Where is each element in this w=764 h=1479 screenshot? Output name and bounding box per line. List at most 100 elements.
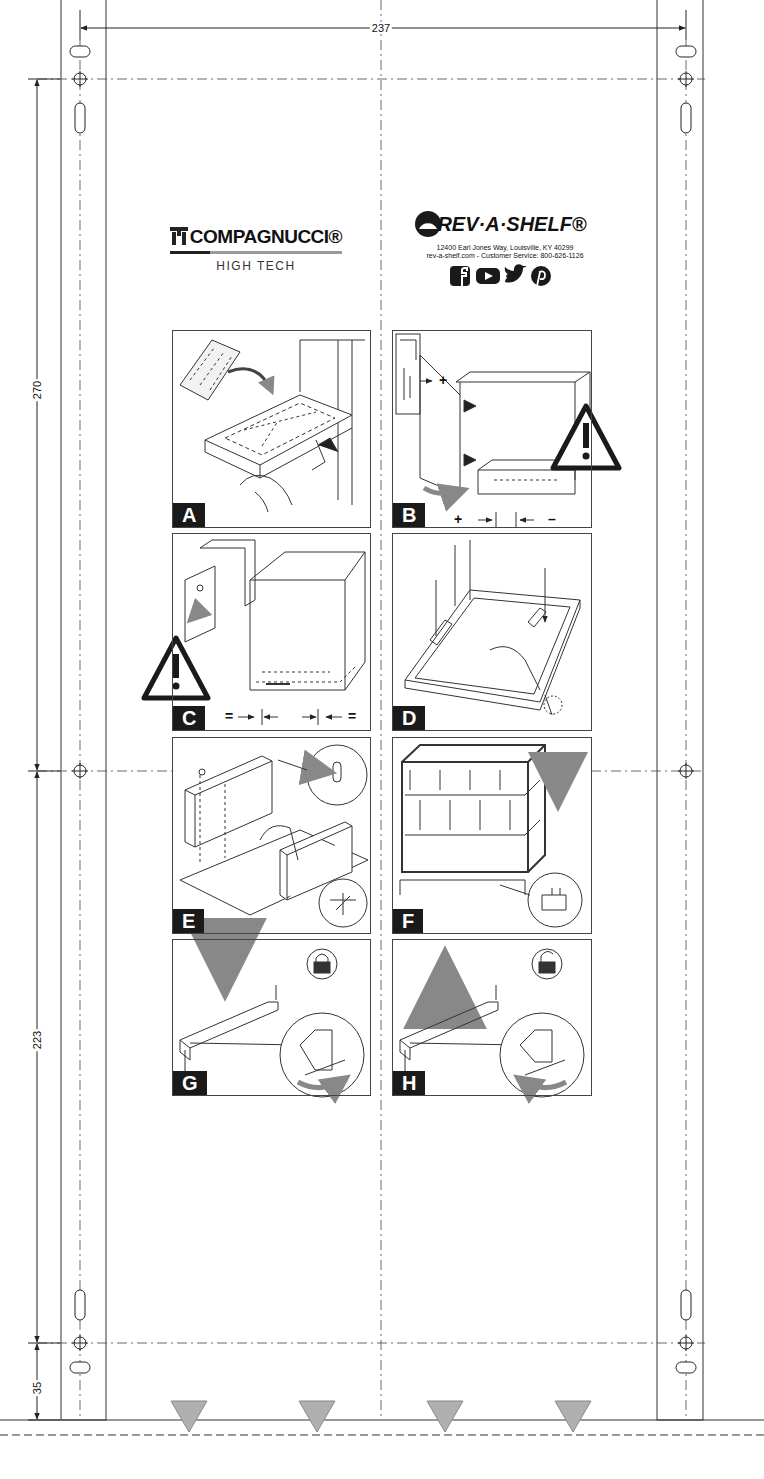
warning-sign (173, 683, 180, 690)
brand-tagline: HIGH TECH (216, 260, 295, 273)
social-icon (450, 266, 470, 286)
step-panel: F (392, 737, 592, 934)
step-illustration (205, 395, 352, 465)
dimension-line (28, 79, 60, 80)
rev-a-shelf-logo-mark (415, 211, 441, 237)
step-illustration (542, 888, 566, 910)
mounting-slot (70, 1362, 90, 1373)
step-illustration (532, 949, 562, 979)
step-illustration (464, 400, 476, 466)
step-illustration (256, 666, 356, 682)
contact-line: rev-a-shelf.com - Customer Service: 800-… (426, 252, 583, 260)
center-line (80, 40, 81, 1420)
dimension-value: 237 (370, 22, 392, 34)
step-illustration (205, 428, 352, 478)
step-illustration (244, 412, 316, 446)
compagnucci-logo-mark (210, 251, 342, 254)
social-icon (537, 271, 545, 286)
step-illustration (396, 334, 420, 414)
compagnucci-logo-mark (172, 232, 176, 245)
template-frame (61, 0, 106, 1420)
step-panel: G (172, 939, 371, 1096)
warning-sign (583, 453, 590, 460)
step-letter: A (173, 503, 205, 527)
social-icon (485, 272, 493, 280)
adjust-sign: + (454, 512, 462, 527)
step-illustration (298, 1078, 346, 1088)
step-illustration (280, 1013, 364, 1097)
social-icon (531, 266, 551, 286)
mounting-slot (676, 1362, 696, 1373)
step-illustration (402, 745, 545, 872)
adjust-sign: – (548, 512, 556, 527)
step-illustration (405, 540, 580, 715)
dimension-line (28, 1420, 60, 1421)
dimension-line (28, 771, 60, 772)
step-illustration (326, 717, 342, 718)
template-frame (0, 0, 764, 1435)
drill-hole (72, 71, 694, 1351)
step-illustration (528, 873, 582, 927)
template-frame (657, 0, 703, 1420)
step-illustration (190, 348, 232, 390)
step-letter: F (393, 909, 423, 933)
step-illustration (500, 885, 530, 895)
step-illustration (400, 340, 416, 400)
social-icon (505, 264, 527, 282)
center-line (37, 0, 705, 1420)
center-line (37, 79, 705, 80)
step-illustration (330, 893, 356, 915)
dimension-value: 270 (31, 379, 43, 401)
step-illustration (200, 775, 225, 865)
compagnucci-logo-mark (182, 232, 186, 245)
rev-a-shelf-logo-mark (415, 211, 441, 237)
drill-hole (72, 71, 694, 1351)
step-illustration (405, 590, 580, 702)
step-panel: D (392, 533, 592, 731)
step-letter: H (393, 1071, 425, 1095)
social-icon (462, 268, 467, 286)
compagnucci-logo-mark (170, 227, 188, 231)
step-illustration (424, 488, 464, 494)
step-illustration (180, 1002, 278, 1060)
brand-name: REV·A·SHELF® (437, 213, 586, 235)
step-illustration (520, 1030, 565, 1075)
step-panel: H (392, 939, 592, 1096)
step-illustration (541, 951, 553, 962)
warning-sign (553, 406, 619, 468)
step-panel: C (172, 533, 371, 731)
rev-a-shelf-logo-mark (419, 223, 437, 229)
step-illustration (238, 717, 254, 718)
social-icon (450, 264, 551, 286)
alignment-triangle (171, 1401, 591, 1432)
mounting-slot (681, 1290, 691, 1320)
step-illustration (544, 696, 562, 714)
mounting-slot (75, 103, 85, 133)
center-line (37, 1343, 705, 1344)
step-illustration (302, 717, 316, 718)
warning-sign (144, 638, 208, 698)
mounting-slot (681, 103, 691, 133)
dimension-line (80, 10, 81, 40)
mounting-slot (70, 46, 696, 1373)
center-line (686, 40, 687, 1420)
step-illustration (264, 717, 278, 718)
step-illustration (438, 962, 452, 995)
step-illustration (520, 520, 534, 521)
compagnucci-logo-mark (177, 231, 181, 236)
social-icon (476, 268, 500, 284)
step-illustration (197, 585, 203, 591)
step-illustration (190, 610, 200, 620)
step-letter: G (173, 1071, 207, 1095)
step-illustration (185, 756, 272, 847)
step-illustration (478, 520, 492, 521)
compagnucci-logo-mark (170, 251, 210, 254)
warning-sign (553, 406, 619, 468)
step-illustration (405, 780, 540, 835)
step-illustration (518, 1078, 566, 1088)
step-illustration (318, 770, 330, 772)
template-frame (0, 1420, 764, 1421)
step-illustration (490, 647, 552, 715)
step-illustration (260, 826, 298, 860)
